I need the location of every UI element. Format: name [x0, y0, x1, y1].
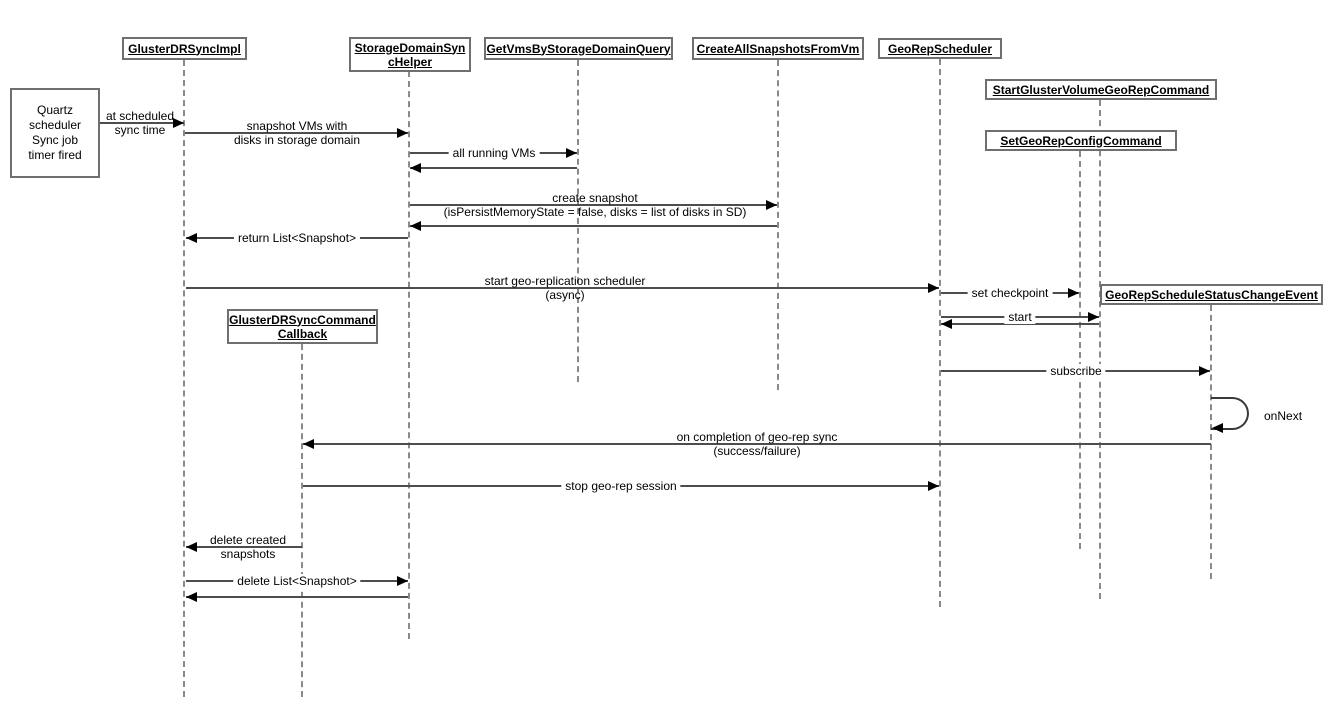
participant-createallsnapshotsfromvm: CreateAllSnapshotsFromVm [692, 37, 864, 60]
arrowhead-all-running-vms [566, 148, 577, 158]
arrowhead-return-snapshot [410, 221, 421, 231]
message-label-return-list-snapshot: return List<Snapshot> [233, 231, 361, 245]
lifeline-glusterdrsyncimpl [183, 60, 185, 697]
lifeline-startglustervolumegeorepcommand [1099, 100, 1101, 599]
arrowhead-start [1088, 312, 1099, 322]
lifeline-storagedomainsynchelper [408, 71, 410, 639]
arrowhead-return-list-snapshot [186, 233, 197, 243]
arrowhead-final-return [186, 592, 197, 602]
arrowhead-snapshot-vms [397, 128, 408, 138]
participant-setgeorepconfigcommand: SetGeoRepConfigCommand [985, 130, 1177, 151]
participant-georepschedulestatuschangeevent: GeoRepScheduleStatusChangeEvent [1100, 284, 1323, 305]
message-line-return-start [941, 323, 1099, 325]
message-line-at-scheduled-sync-time [100, 122, 184, 124]
arrowhead-return-vms [410, 163, 421, 173]
arrowhead-stop-georep-session [928, 481, 939, 491]
arrowhead-subscribe [1199, 366, 1210, 376]
message-label-delete-list-snapshot: delete List<Snapshot> [233, 574, 361, 588]
message-label-subscribe: subscribe [1046, 364, 1106, 378]
self-loop-onnext [1211, 397, 1249, 430]
message-line-final-return [186, 596, 408, 598]
message-line-delete-created-snapshots [186, 546, 302, 548]
arrowhead-start-georep-scheduler [928, 283, 939, 293]
participant-getvmsbystoragedomainquery: GetVmsByStorageDomainQuery [484, 37, 673, 60]
participant-storagedomainsynchelper: StorageDomainSyn cHelper [349, 37, 471, 72]
lifeline-glusterdrsynccommandcallback [301, 344, 303, 697]
lifeline-createallsnapshotsfromvm [777, 60, 779, 390]
participant-glusterdrsyncimpl: GlusterDRSyncImpl [122, 37, 247, 60]
lifeline-getvmsbystoragedomainquery [577, 60, 579, 382]
arrowhead-delete-list-snapshot [397, 576, 408, 586]
participant-startglustervolumegeorepcommand: StartGlusterVolumeGeoRepCommand [985, 79, 1217, 100]
arrowhead-at-scheduled-sync-time [173, 118, 184, 128]
message-line-on-completion [303, 443, 1211, 445]
message-label-snapshot-vms: snapshot VMs with disks in storage domai… [233, 119, 361, 147]
arrowhead-on-completion [303, 439, 314, 449]
arrowhead-set-checkpoint [1068, 288, 1079, 298]
message-label-set-checkpoint: set checkpoint [967, 286, 1053, 300]
lifeline-georepschedulestatuschangeevent [1210, 305, 1212, 579]
message-line-snapshot-vms [185, 132, 408, 134]
message-label-stop-georep-session: stop geo-rep session [561, 479, 681, 493]
arrowhead-delete-created-snapshots [186, 542, 197, 552]
lifeline-georepscheduler [939, 59, 941, 607]
participant-glusterdrsynccommandcallback: GlusterDRSyncCommand Callback [227, 309, 378, 344]
message-label-at-scheduled-sync-time: at scheduled sync time [105, 109, 175, 137]
lifeline-setgeorepconfigcommand [1079, 151, 1081, 549]
message-line-return-vms [410, 167, 577, 169]
message-line-return-snapshot [410, 225, 777, 227]
message-label-delete-created-snapshots: delete created snapshots [209, 533, 287, 561]
message-label-onnext: onNext [1264, 409, 1303, 423]
message-label-create-snapshot: create snapshot (isPersistMemoryState = … [443, 191, 747, 219]
arrowhead-create-snapshot [766, 200, 777, 210]
message-line-start-georep-scheduler [186, 287, 939, 289]
message-label-start-georep-scheduler: start geo-replication scheduler (async) [484, 274, 646, 302]
arrowhead-return-start [941, 319, 952, 329]
message-line-create-snapshot [410, 204, 777, 206]
message-label-all-running-vms: all running VMs [448, 146, 540, 160]
note-quartz-scheduler: Quartz scheduler Sync job timer fired [10, 88, 100, 178]
arrowhead-onnext [1212, 423, 1223, 433]
participant-georepscheduler: GeoRepScheduler [878, 38, 1002, 59]
message-label-on-completion: on completion of geo-rep sync (success/f… [676, 430, 838, 458]
message-label-start: start [1004, 310, 1036, 324]
